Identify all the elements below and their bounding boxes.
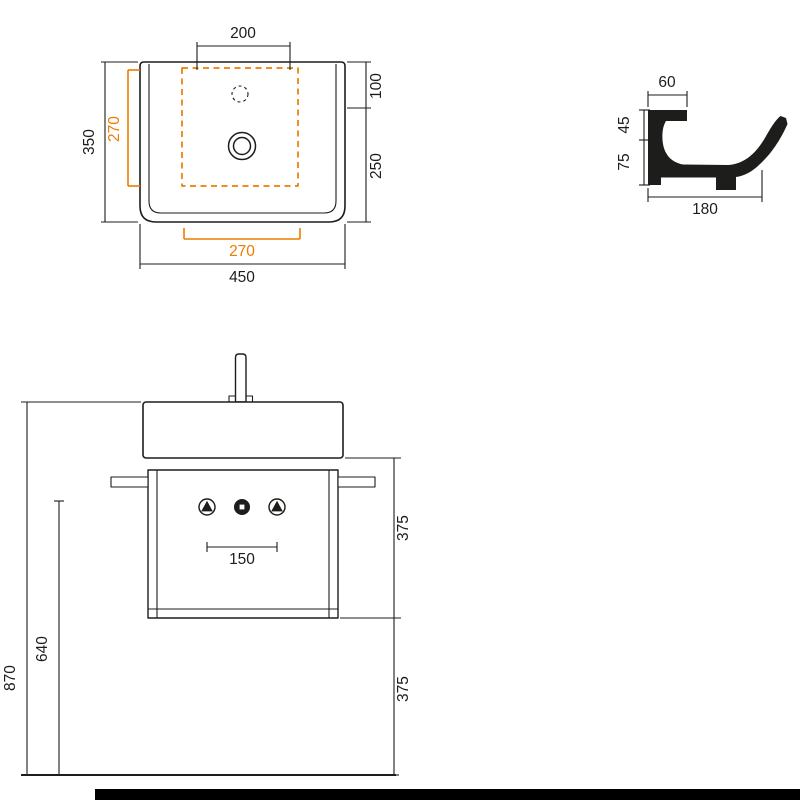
basin-section-profile	[648, 110, 788, 190]
dim-cutout-width: 270	[183, 228, 301, 260]
dim-cutout-depth: 270	[106, 69, 140, 187]
dim-siphon-height: 640	[34, 500, 64, 776]
valve-symbol-left	[198, 498, 216, 516]
dim-overall-depth: 350	[81, 61, 138, 223]
dim-drain-span-label: 150	[229, 551, 255, 568]
cabinet-outline	[147, 469, 339, 619]
dim-overall-depth-label: 350	[81, 129, 98, 155]
dim-tap-span-label: 200	[230, 25, 256, 42]
basin-outline-plan	[139, 61, 346, 223]
dim-clearance-below-label: 375	[395, 676, 412, 702]
dim-overall-height-label: 870	[2, 665, 19, 691]
dim-section-depth-label: 180	[692, 201, 718, 218]
cutout-dashed-outline	[181, 67, 299, 187]
tap-column	[234, 353, 247, 403]
dim-body-height-label: 75	[616, 153, 633, 170]
dim-drain-span: 150	[206, 542, 278, 568]
valve-symbol-right	[268, 498, 286, 516]
dim-cutout-width-label: 270	[229, 243, 255, 260]
dim-rim-and-body-height: 45 75	[616, 109, 650, 186]
dim-deck-width: 60	[647, 74, 688, 107]
drain-symbol-center	[234, 499, 250, 515]
dim-overall-height: 870	[2, 401, 141, 776]
dim-overall-width-label: 450	[229, 269, 255, 286]
dim-clearance-below: 375	[389, 618, 412, 776]
dim-overall-width: 450	[139, 224, 346, 286]
dim-siphon-height-label: 640	[34, 636, 51, 662]
dim-deck-width-label: 60	[658, 74, 676, 91]
basin-front-outline	[142, 401, 344, 459]
basin-inner-rim-plan	[148, 64, 337, 214]
dim-back-front-sections: 100 250	[347, 61, 385, 223]
drain-inner-circle	[232, 136, 252, 156]
page-edge-bar	[95, 789, 800, 800]
drain-outer-circle	[227, 131, 257, 161]
dim-rim-height-label: 45	[616, 116, 633, 133]
dim-cabinet-height: 375	[340, 457, 412, 619]
dim-cabinet-height-label: 375	[395, 515, 412, 541]
section-view: 60 45 75 180	[616, 74, 788, 218]
dim-front-section-label: 250	[368, 153, 385, 179]
tap-hole-dashed-circle	[231, 85, 249, 103]
plan-view: 200 350 270 100 250 270	[81, 25, 385, 286]
wall-bracket-right	[337, 476, 376, 488]
dim-cutout-depth-label: 270	[106, 116, 123, 142]
dim-section-depth: 180	[647, 170, 763, 218]
wall-bracket-left	[110, 476, 149, 488]
front-elevation-view: 150 870 640 375 375	[2, 353, 412, 776]
dim-tap-span: 200	[196, 25, 291, 70]
dim-back-section-label: 100	[368, 73, 385, 99]
